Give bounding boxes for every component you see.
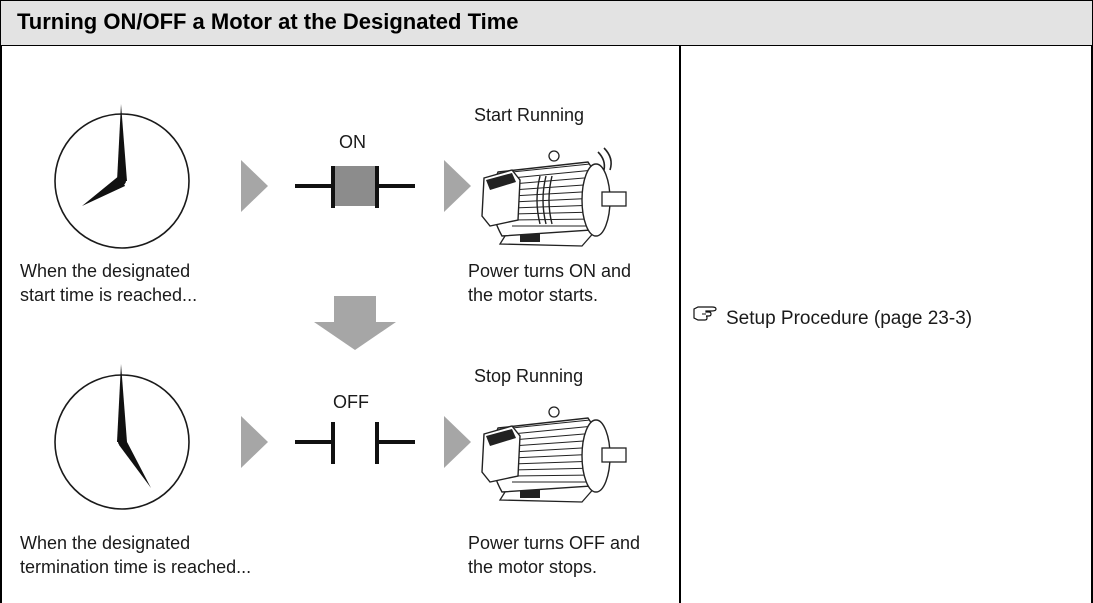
motor-stop-label: Stop Running [474,366,584,386]
switch-off-label: OFF [333,392,369,412]
header-bar: Turning ON/OFF a Motor at the Designated… [0,0,1093,46]
clock-icon-start [54,104,190,249]
switch-on-label: ON [339,132,366,152]
caption-motor-on-line1: Power turns ON and [468,261,632,281]
left-border [0,46,2,603]
column-divider [679,46,681,603]
pointing-hand-icon [693,306,717,321]
caption-motor-off-line1: Power turns OFF and [468,533,641,553]
arrow-right-icon [444,416,471,468]
motor-stopped-icon [481,406,627,503]
caption-start-line1: When the designated [20,261,191,281]
caption-motor-off-line2: the motor stops. [468,557,598,577]
switch-off-icon [295,422,415,464]
arrow-down-icon [314,296,396,350]
caption-motor-on-line2: the motor starts. [468,285,599,305]
arrow-right-icon [444,160,471,212]
setup-procedure-text[interactable]: Setup Procedure (page 23-3) [726,308,973,329]
right-border [1091,46,1093,603]
caption-stop-line2: termination time is reached... [20,557,252,577]
caption-stop-line1: When the designated [20,533,191,553]
motor-running-icon [481,147,627,247]
arrow-right-icon [241,416,268,468]
page-title: Turning ON/OFF a Motor at the Designated… [17,9,519,34]
arrow-right-icon [241,160,268,212]
caption-start-line2: start time is reached... [20,285,198,305]
motor-start-label: Start Running [474,105,585,125]
switch-on-icon [295,166,415,208]
clock-icon-stop [54,364,190,510]
setup-procedure-link[interactable]: Setup Procedure (page 23-3) [692,306,973,330]
